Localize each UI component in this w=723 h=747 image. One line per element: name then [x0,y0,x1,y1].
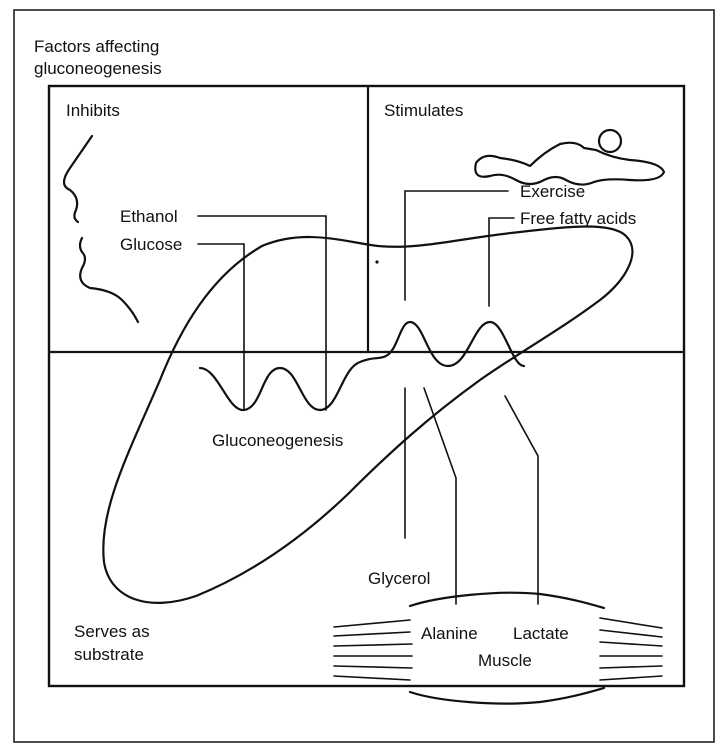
lactate-label: Lactate [513,624,569,643]
inner-frame [49,86,684,686]
liver-dot [375,260,378,263]
ethanol-label: Ethanol [120,207,178,226]
alanine-label: Alanine [421,624,478,643]
inhibits-heading: Inhibits [66,101,120,120]
stimulates-heading: Stimulates [384,101,463,120]
free-fatty-acids-connector [489,218,514,306]
exercise-label: Exercise [520,182,585,201]
lactate-connector [505,396,538,604]
muscle-label: Muscle [478,651,532,670]
face-profile-upper-icon [64,136,92,222]
title-line-1: Factors affecting [34,37,159,56]
free-fatty-acids-label: Free fatty acids [520,209,636,228]
swimmer-icon [475,130,664,185]
substrate-heading-line-1: Serves as [74,622,150,641]
gluconeogenesis-label: Gluconeogenesis [212,431,343,450]
gluconeogenesis-wave [200,322,524,410]
substrate-heading-line-2: substrate [74,645,144,664]
title-line-2: gluconeogenesis [34,59,162,78]
glycerol-label: Glycerol [368,569,430,588]
glucose-label: Glucose [120,235,182,254]
